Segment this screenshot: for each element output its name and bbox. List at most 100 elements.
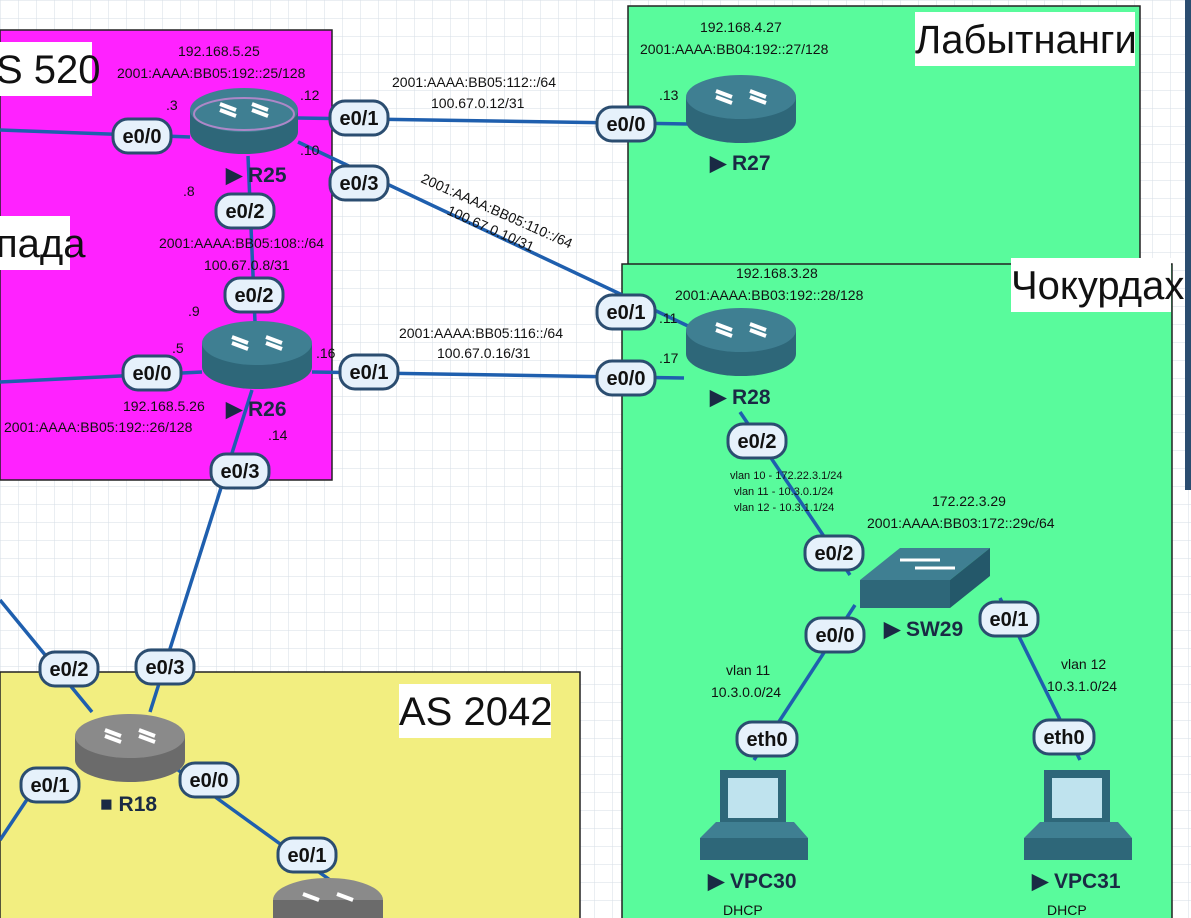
router-icon-r27[interactable] <box>686 75 796 143</box>
svg-text:e0/1: e0/1 <box>350 362 389 384</box>
svg-text:e0/3: e0/3 <box>221 461 260 483</box>
port-r18-e03[interactable]: e0/3 <box>134 648 196 686</box>
port-r27-e00[interactable]: e0/0 <box>595 105 657 143</box>
port-vpc31-eth0[interactable]: eth0 <box>1032 718 1096 756</box>
vpc30-dhcp-note: DHCP <box>723 902 763 918</box>
device-label-r28: ▶ R28 <box>709 386 771 409</box>
port-r28-e01[interactable]: e0/1 <box>595 293 657 331</box>
link-r25-r26-v4: 100.67.0.8/31 <box>204 257 290 273</box>
port-r25-e01[interactable]: e0/1 <box>328 99 390 137</box>
router-icon-r19[interactable] <box>273 878 383 918</box>
svg-text:e0/3: e0/3 <box>340 173 379 195</box>
sw29-mgmt-v6: 2001:AAAA:BB03:172::29c/64 <box>867 515 1055 531</box>
region-subtitle-as520: пада <box>0 222 86 266</box>
r27-octet-r25: .13 <box>659 87 679 103</box>
r26-octet-r25: .9 <box>188 303 200 319</box>
vpc30-vlan-name: vlan 11 <box>726 662 770 678</box>
r26-octet-r28: .16 <box>316 345 336 361</box>
svg-text:e0/0: e0/0 <box>190 770 229 792</box>
port-r18-e01[interactable]: e0/1 <box>19 766 81 804</box>
svg-text:e0/2: e0/2 <box>50 659 89 681</box>
r27-loopback-v6: 2001:AAAA:BB04:192::27/128 <box>640 41 829 57</box>
r28-vlan12: vlan 12 - 10.3.1.1/24 <box>734 502 834 514</box>
link-r25-r27-v4: 100.67.0.12/31 <box>431 95 525 111</box>
device-label-vpc30: ▶ VPC30 <box>707 870 797 893</box>
port-r26-e01[interactable]: e0/1 <box>338 353 400 391</box>
port-sw29-e01[interactable]: e0/1 <box>978 600 1040 638</box>
r28-vlan10: vlan 10 - 172.22.3.1/24 <box>730 470 843 482</box>
port-r26-e02[interactable]: e0/2 <box>223 276 285 314</box>
switch-icon-sw29[interactable] <box>860 548 990 608</box>
sw29-mgmt-v4: 172.22.3.29 <box>932 493 1006 509</box>
r26-loopback-v4: 192.168.5.26 <box>123 398 205 414</box>
svg-text:e0/0: e0/0 <box>133 363 172 385</box>
svg-text:eth0: eth0 <box>1043 727 1084 749</box>
r25-octet-r28: .10 <box>300 142 320 158</box>
r28-octet-r26: .17 <box>659 350 679 366</box>
svg-text:e0/1: e0/1 <box>288 845 327 867</box>
port-r25-e00[interactable]: e0/0 <box>111 117 173 155</box>
r28-loopback-v6: 2001:AAAA:BB03:192::28/128 <box>675 287 864 303</box>
port-sw29-e00[interactable]: e0/0 <box>804 616 866 654</box>
device-label-r18: ■ R18 <box>100 793 157 816</box>
svg-text:e0/1: e0/1 <box>340 108 379 130</box>
r25-octet-west: .3 <box>166 97 178 113</box>
svg-text:e0/2: e0/2 <box>815 543 854 565</box>
router-icon-r28[interactable] <box>686 308 796 376</box>
r25-loopback-v4: 192.168.5.25 <box>178 43 260 59</box>
port-r18-e02[interactable]: e0/2 <box>38 650 100 688</box>
svg-text:e0/1: e0/1 <box>607 302 646 324</box>
vpc30-vlan-net: 10.3.0.0/24 <box>711 684 781 700</box>
port-r25-e02[interactable]: e0/2 <box>214 192 276 230</box>
pc-icon-vpc30[interactable] <box>700 770 808 860</box>
vpc31-vlan-net: 10.3.1.0/24 <box>1047 678 1117 694</box>
scrollbar-edge[interactable] <box>1185 0 1191 490</box>
svg-text:eth0: eth0 <box>746 729 787 751</box>
port-sw29-e02[interactable]: e0/2 <box>803 534 865 572</box>
svg-text:e0/0: e0/0 <box>607 368 646 390</box>
region-title-labytnangi: Лабытнанги <box>915 18 1137 62</box>
svg-text:e0/1: e0/1 <box>990 609 1029 631</box>
region-title-chokurdakh: Чокурдах <box>1011 264 1184 308</box>
r25-octet-r26: .8 <box>183 183 195 199</box>
link-r25-r27-v6: 2001:AAAA:BB05:112::/64 <box>392 74 556 90</box>
device-label-r26: ▶ R26 <box>225 398 287 421</box>
r25-loopback-v6: 2001:AAAA:BB05:192::25/128 <box>117 65 306 81</box>
link-r25-r26-v6: 2001:AAAA:BB05:108::/64 <box>159 235 324 251</box>
svg-text:e0/0: e0/0 <box>123 126 162 148</box>
svg-text:e0/2: e0/2 <box>226 201 265 223</box>
region-title-as520: S 520 <box>0 48 101 92</box>
device-label-sw29: ▶ SW29 <box>883 618 963 641</box>
vpc31-dhcp-note: DHCP <box>1047 902 1087 918</box>
svg-text:e0/2: e0/2 <box>738 431 777 453</box>
port-r19-e01[interactable]: e0/1 <box>276 836 338 874</box>
port-r28-e00[interactable]: e0/0 <box>595 359 657 397</box>
port-r28-e02[interactable]: e0/2 <box>726 422 788 460</box>
r26-loopback-v6: 2001:AAAA:BB05:192::26/128 <box>4 419 193 435</box>
router-icon-r26[interactable] <box>202 321 312 389</box>
link-r26-r28-v6: 2001:AAAA:BB05:116::/64 <box>399 325 563 341</box>
r28-octet-r25: .11 <box>659 310 678 326</box>
r26-octet-west: .5 <box>172 340 184 356</box>
svg-text:e0/1: e0/1 <box>31 775 70 797</box>
port-r25-e03[interactable]: e0/3 <box>328 164 390 202</box>
svg-text:e0/3: e0/3 <box>146 657 185 679</box>
r26-octet-r18: .14 <box>268 427 288 443</box>
vpc31-vlan-name: vlan 12 <box>1061 656 1106 672</box>
router-icon-r25[interactable] <box>190 88 298 154</box>
port-r26-e00[interactable]: e0/0 <box>121 354 183 392</box>
device-label-r25: ▶ R25 <box>225 164 287 187</box>
svg-text:e0/2: e0/2 <box>235 285 274 307</box>
port-r26-e03[interactable]: e0/3 <box>209 452 271 490</box>
port-r18-e00[interactable]: e0/0 <box>178 761 240 799</box>
r28-loopback-v4: 192.168.3.28 <box>736 265 818 281</box>
svg-text:e0/0: e0/0 <box>607 114 646 136</box>
pc-icon-vpc31[interactable] <box>1024 770 1132 860</box>
r28-vlan11: vlan 11 - 10.3.0.1/24 <box>734 486 833 498</box>
device-label-vpc31: ▶ VPC31 <box>1031 870 1121 893</box>
region-title-as2042: AS 2042 <box>399 690 552 734</box>
router-icon-r18[interactable] <box>75 714 185 782</box>
device-label-r27: ▶ R27 <box>709 152 771 175</box>
port-vpc30-eth0[interactable]: eth0 <box>735 720 799 758</box>
